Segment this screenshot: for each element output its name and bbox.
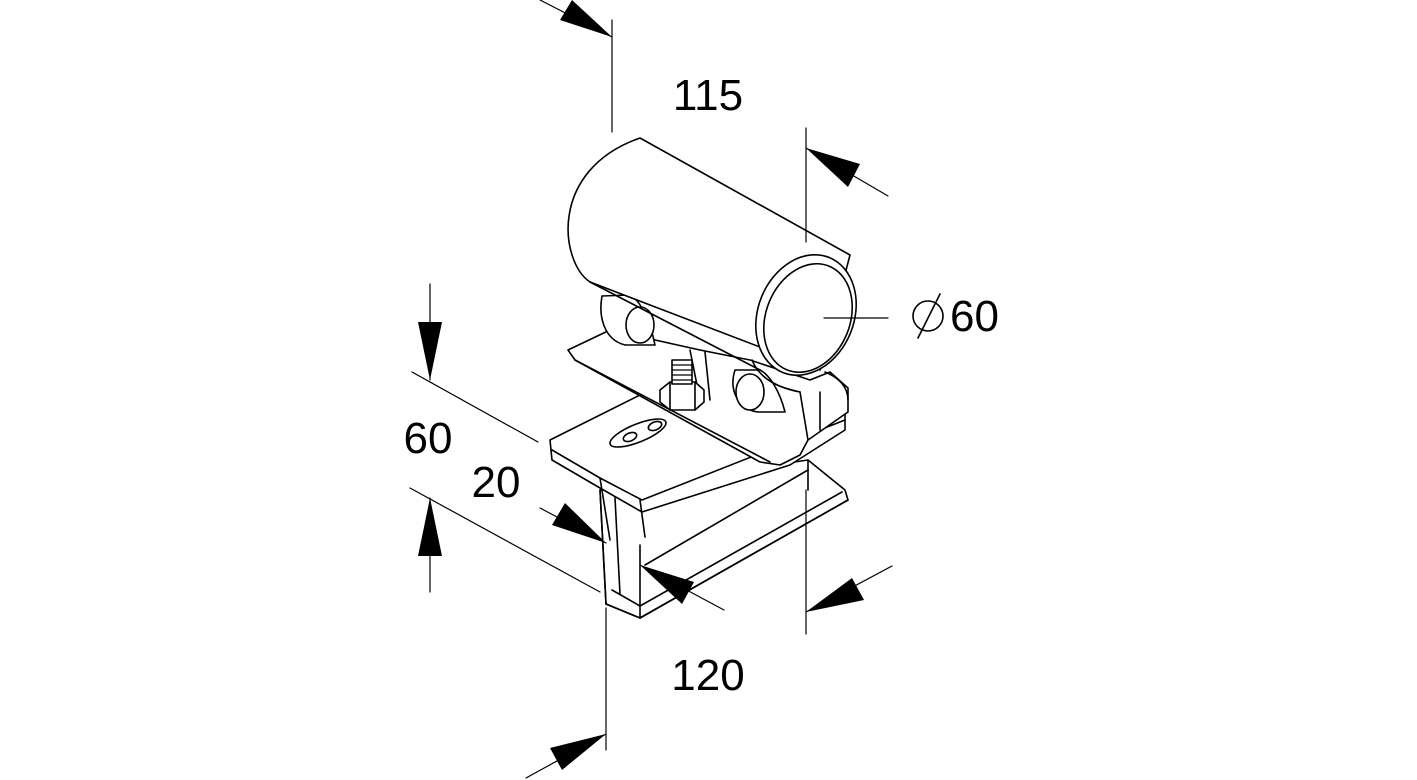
dimension-length-top: 115 (539, 0, 889, 243)
dimension-label-115: 115 (673, 71, 743, 120)
arrowhead-icon (806, 578, 864, 612)
clamp-saddle (567, 294, 849, 466)
dimension-length-bottom: 120 (525, 489, 893, 779)
arrowhead-icon (418, 322, 442, 380)
dimension-diameter: 60 (823, 292, 999, 341)
arrowhead-icon (418, 498, 442, 556)
arrowhead-icon (806, 148, 860, 187)
dimension-label-height: 60 (404, 414, 453, 463)
mounting-plate (549, 394, 846, 541)
dimension-label-diameter: 60 (950, 292, 999, 341)
dimension-height: 60 (404, 283, 601, 593)
arrowhead-icon (560, 0, 612, 37)
pipe-tube (567, 137, 858, 401)
arrowhead-icon (550, 734, 606, 770)
diameter-icon (912, 293, 944, 339)
arrowhead-icon (640, 565, 694, 604)
dimension-label-flange: 20 (472, 458, 521, 507)
dimension-flange: 20 (472, 458, 725, 611)
dimension-label-120: 120 (671, 651, 744, 700)
arrowhead-icon (552, 503, 606, 543)
bolt-nut (659, 359, 705, 411)
